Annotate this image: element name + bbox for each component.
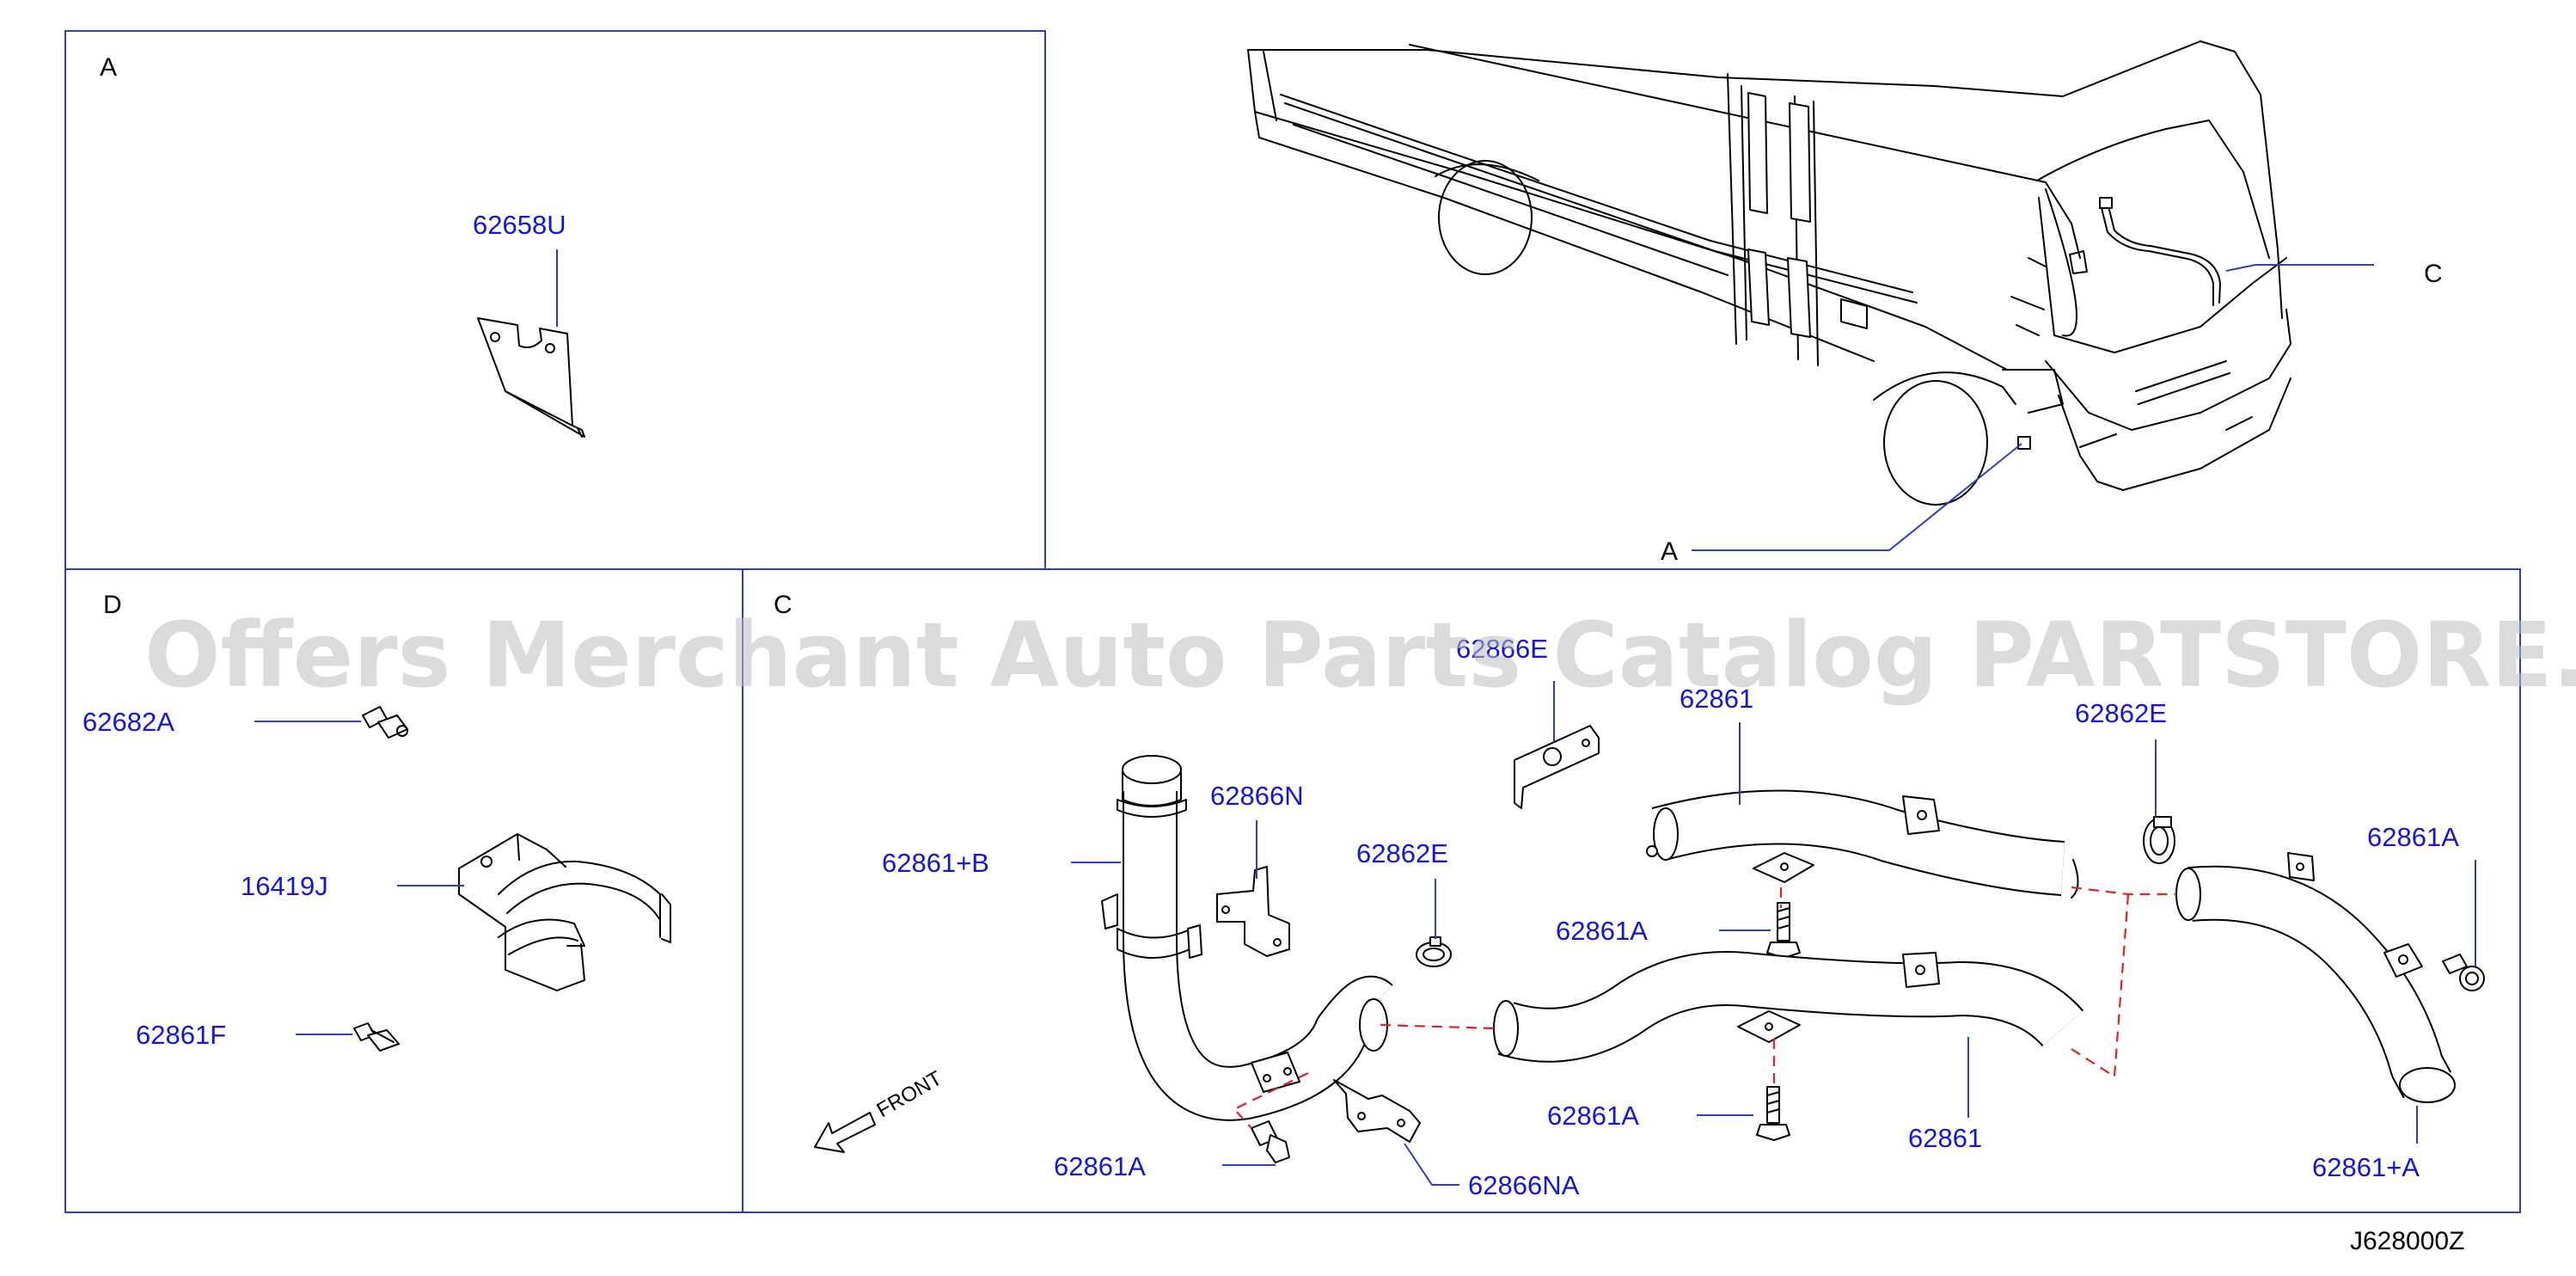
label-16419J: 16419J	[241, 871, 328, 901]
dashed-connector-4	[1233, 1072, 1309, 1129]
dashed-connector-1	[1380, 1023, 1495, 1030]
label-62861A-left: 62861A	[1054, 1151, 1146, 1181]
shield-plate-62658U	[477, 317, 585, 438]
bolt-62861A-mid-lower	[1756, 1086, 1790, 1141]
overview-letter-a: A	[1661, 537, 1678, 566]
label-62682A: 62682A	[83, 707, 174, 737]
label-62861-bottom: 62861	[1908, 1123, 1982, 1153]
dashed-connector-3	[2071, 893, 2130, 1078]
label-62658U: 62658U	[473, 210, 566, 240]
front-label: FRONT	[873, 1066, 946, 1122]
label-62866N: 62866N	[1210, 781, 1304, 811]
pipe-62861-bottom	[1493, 951, 2084, 1063]
section-letter-c: C	[774, 591, 792, 619]
leader-overview-a	[1692, 443, 2022, 551]
label-62862E-right: 62862E	[2075, 698, 2167, 728]
dashed-connector-2	[2071, 886, 2176, 896]
label-62861A-right: 62861A	[2367, 822, 2459, 852]
leader-overview-c	[2225, 264, 2374, 272]
bolt-62682A	[362, 706, 408, 739]
clip-62861F	[353, 1022, 400, 1052]
frame-section-a	[64, 30, 1046, 570]
pipe-62861A-right	[2175, 852, 2456, 1103]
section-letter-d: D	[103, 591, 122, 619]
label-62862E-left: 62862E	[1356, 838, 1448, 868]
label-62861B: 62861+B	[882, 848, 989, 878]
watermark-text: Offers Merchant Auto Parts Catalog PARTS…	[144, 603, 2576, 708]
bolt-62861A-right	[2442, 954, 2485, 991]
leader-62866NA	[1404, 1143, 1459, 1186]
bracket-62866N	[1216, 866, 1290, 957]
front-arrow-icon	[814, 1112, 876, 1153]
bolt-62861A-mid-upper	[1766, 902, 1801, 959]
label-62866NA: 62866NA	[1468, 1170, 1580, 1200]
label-62866E: 62866E	[1456, 634, 1548, 664]
pipe-62861B	[1101, 755, 1393, 1121]
diagram-code: J628000Z	[2350, 1227, 2464, 1255]
bolt-62861A-left	[1251, 1120, 1290, 1163]
frame-section-c	[742, 568, 2521, 1213]
clamp-62862E-left	[1416, 936, 1452, 967]
van-overview-illustration	[1247, 40, 2291, 506]
pipe-62861-top	[1646, 789, 2079, 899]
label-62861-top: 62861	[1680, 684, 1753, 714]
clamp-62862E-right	[2143, 816, 2175, 864]
bracket-62866NA	[1333, 1079, 1421, 1143]
bracket-16419J	[458, 833, 671, 991]
label-62861A-mid-upper: 62861A	[1556, 916, 1648, 946]
label-62861F: 62861F	[136, 1020, 226, 1050]
overview-letter-c: C	[2424, 260, 2443, 288]
section-letter-a: A	[100, 53, 117, 82]
label-62861-plus-A: 62861+A	[2312, 1152, 2420, 1182]
bracket-62866E	[1514, 725, 1600, 809]
label-62861A-mid-lower: 62861A	[1547, 1101, 1639, 1131]
